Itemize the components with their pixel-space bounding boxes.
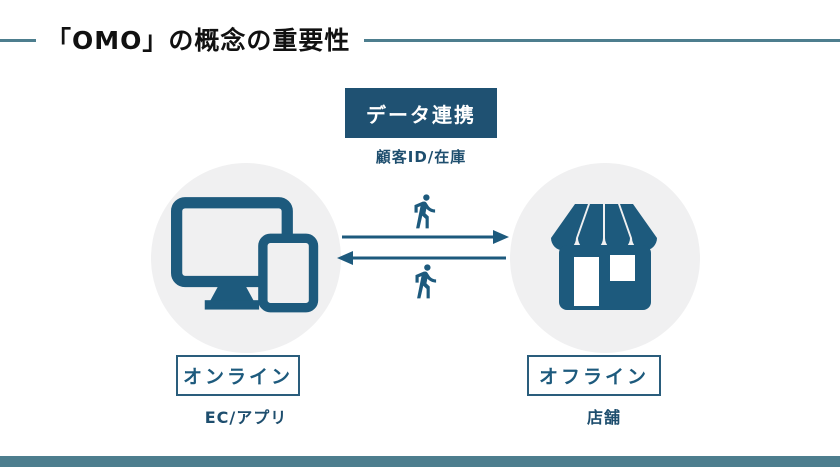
offline-label: オフライン [538,366,649,388]
online-label-box: オンライン [176,355,300,396]
data-link-caption: 顧客ID/在庫 [375,148,467,166]
walking-person-icon [414,194,436,229]
footer-accent-bar [0,456,840,467]
title-rule-right [364,38,840,42]
offline-caption: 店舗 [586,408,621,427]
offline-circle [510,163,700,353]
walking-person-icon [415,264,437,299]
data-link-box: データ連携 [345,88,497,138]
online-label: オンライン [182,366,293,388]
online-caption: EC/アプリ [204,408,288,427]
header: 「OMO」の概念の重要性 [0,20,840,60]
data-link-label: データ連携 [366,102,476,127]
online-circle [151,163,341,353]
page-title: 「OMO」の概念の重要性 [46,25,351,55]
storefront-icon [551,204,657,310]
offline-label-box: オフライン [527,355,661,396]
title-rule-left [0,38,36,42]
exchange-arrows [337,230,509,265]
devices-icon [171,197,319,313]
